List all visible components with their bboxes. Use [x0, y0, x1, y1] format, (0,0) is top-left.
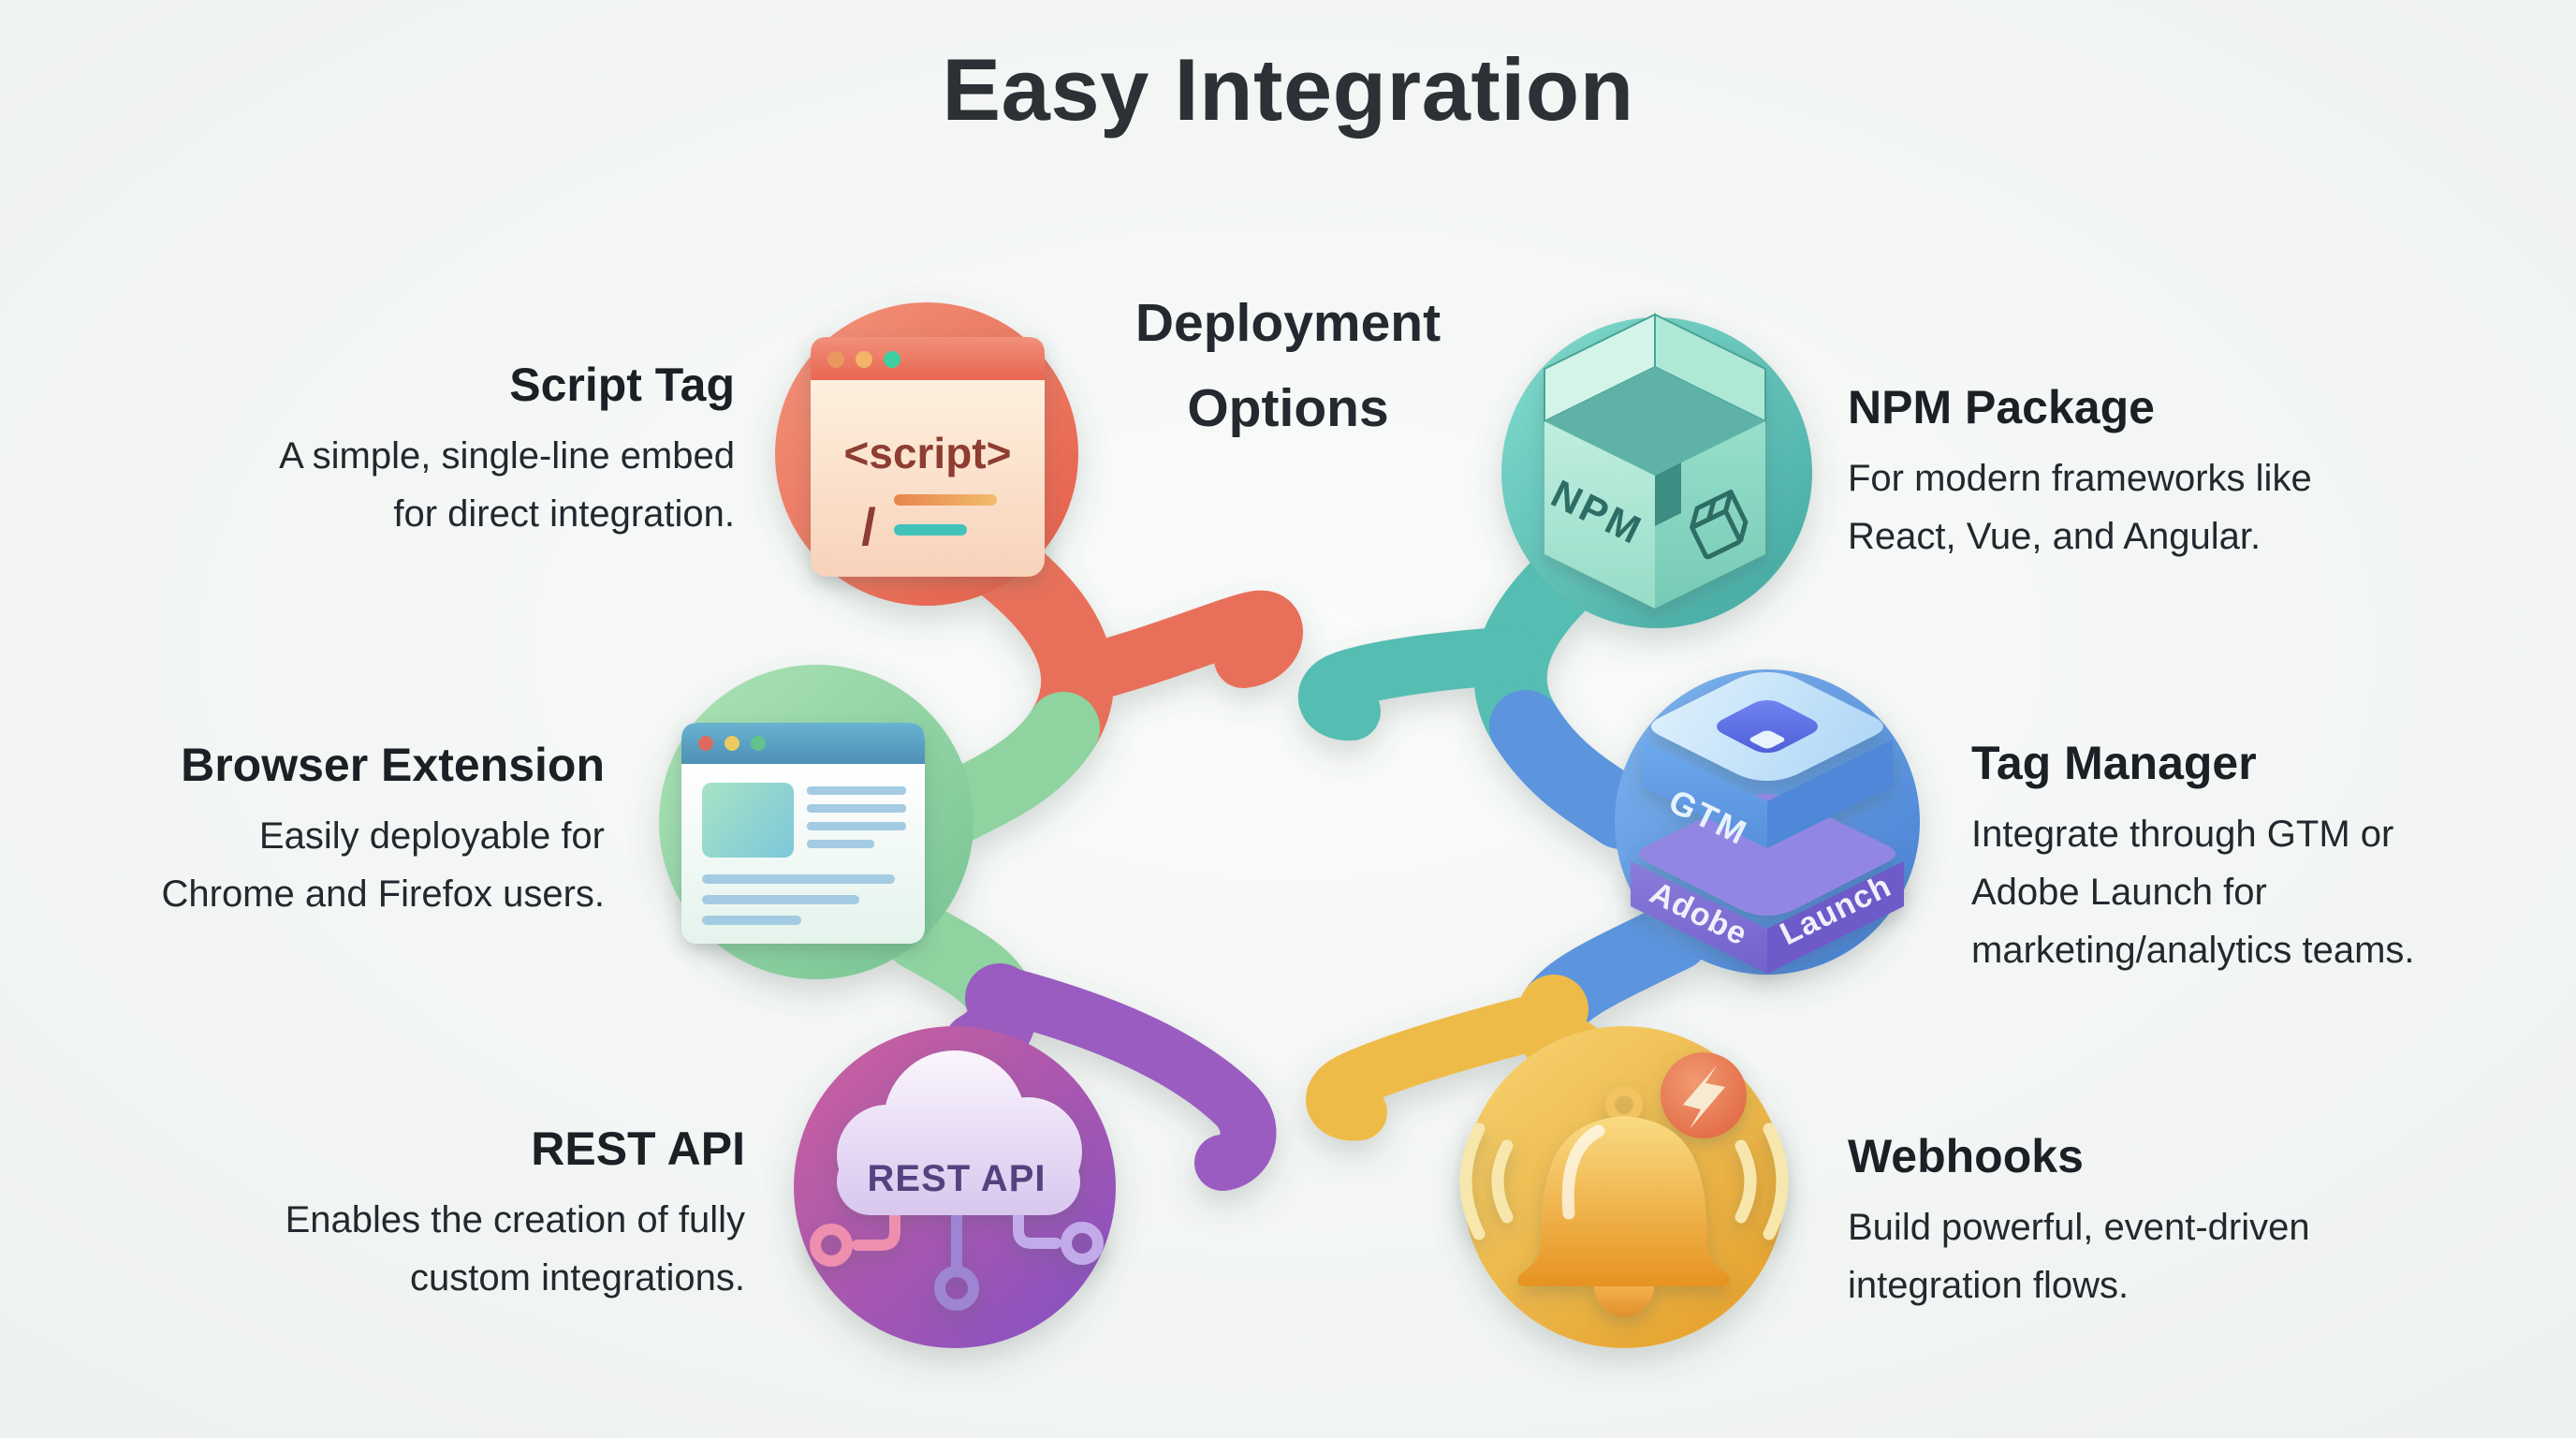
connector-arm-webhooks: [1306, 989, 1586, 1141]
node-title-npm-package: NPM Package: [1848, 381, 2155, 433]
adobe-face-left: [1631, 861, 1767, 974]
window-dot-icon: [698, 736, 713, 751]
bell-highlight: [1561, 1124, 1605, 1220]
node-title-script-tag: Script Tag: [509, 359, 735, 411]
bell-lightning-icon: [1459, 1052, 1789, 1316]
lightning-bolt-icon: [1683, 1065, 1725, 1129]
connector-arm-script: [1047, 590, 1303, 705]
connector-arm-npm: [1297, 626, 1542, 741]
caption-browser-extension: Browser Extension Easily deployable for …: [80, 738, 605, 923]
cloud-shape: [837, 1050, 1082, 1215]
cloud-circuit-icon: REST API: [810, 1050, 1104, 1311]
script-tag-code-text: <script>: [844, 429, 1012, 477]
window-dot-icon: [827, 351, 844, 368]
sound-wave-arcs: [1459, 1123, 1789, 1240]
node-description-script-tag: A simple, single-line embed for direct i…: [279, 435, 735, 535]
caption-webhooks: Webhooks Build powerful, event-driven in…: [1848, 1129, 2447, 1314]
window-dot-icon: [751, 736, 766, 751]
gtm-face-right: [1767, 740, 1893, 848]
node-description-rest-api: Enables the creation of fully custom int…: [285, 1199, 745, 1299]
npm-box-icon: NPM: [1544, 313, 1766, 609]
page-image-placeholder: [702, 783, 794, 858]
caption-tag-manager: Tag Manager Integrate through GTM or Ado…: [1971, 736, 2570, 979]
code-line-orange: [894, 494, 997, 506]
node-title-browser-extension: Browser Extension: [181, 739, 605, 791]
rest-api-label-text: REST API: [868, 1158, 1046, 1199]
page-text-lines: [702, 786, 906, 925]
box-notch: [1655, 462, 1681, 526]
package-glyph-icon: [1690, 489, 1749, 560]
script-browser-window-icon: <script> /: [811, 337, 1045, 577]
caption-script-tag: Script Tag A simple, single-line embed f…: [211, 358, 735, 543]
node-title-tag-manager: Tag Manager: [1971, 737, 2257, 789]
node-description-webhooks: Build powerful, event-driven integration…: [1848, 1207, 2310, 1306]
adobe-slab-top: [1639, 794, 1895, 916]
code-line-teal: [894, 524, 967, 536]
gtm-adobe-stack-icon: Adobe Launch GTM: [1631, 672, 1904, 974]
node-description-browser-extension: Easily deployable for Chrome and Firefox…: [161, 815, 605, 915]
node-description-npm-package: For modern frameworks like React, Vue, a…: [1848, 458, 2312, 557]
node-title-webhooks: Webhooks: [1848, 1130, 2084, 1182]
connector-arm-rest: [975, 966, 1277, 1191]
adobe-face-right: [1767, 861, 1904, 974]
window-dot-icon: [724, 736, 739, 751]
browser-window-icon: [681, 723, 925, 944]
bell-clapper: [1594, 1286, 1654, 1316]
node-title-rest-api: REST API: [531, 1123, 745, 1175]
caption-rest-api: REST API Enables the creation of fully c…: [221, 1122, 745, 1307]
page-title: Easy Integration: [942, 40, 1634, 139]
circuit-traces: [810, 1208, 1104, 1311]
caption-npm-package: NPM Package For modern frameworks like R…: [1848, 380, 2447, 565]
window-dot-icon: [884, 351, 900, 368]
script-slash-text: /: [861, 497, 876, 556]
gtm-logo-icon: [1717, 699, 1818, 754]
window-dot-icon: [856, 351, 872, 368]
connector-npm-to-gtm-bottom: [1489, 690, 1658, 849]
node-description-tag-manager: Integrate through GTM or Adobe Launch fo…: [1971, 814, 2415, 971]
gtm-face-left: [1642, 740, 1767, 848]
center-label-deployment-options: Deployment Options: [1134, 293, 1442, 439]
box-face-left: [1544, 421, 1655, 609]
